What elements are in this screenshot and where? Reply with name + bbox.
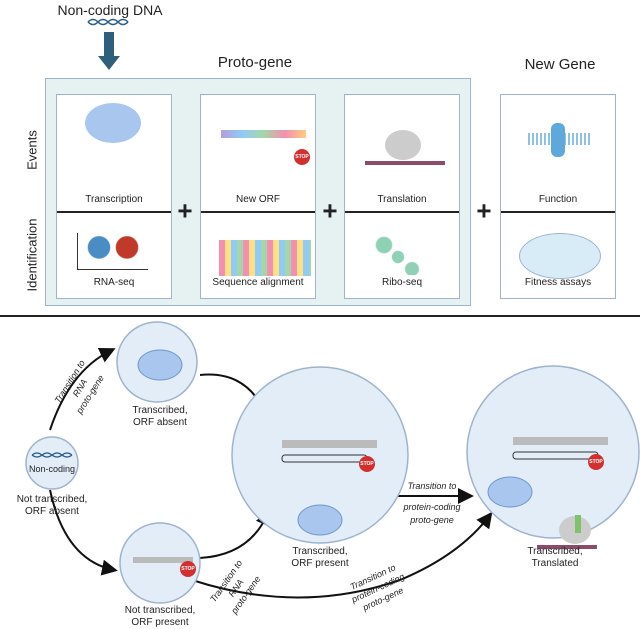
state-label-not-transcribed-orf-absent: Not transcribed,ORF absent [16, 494, 88, 517]
state-label-transcribed-orf-absent: Transcribed,ORF absent [132, 405, 188, 428]
panel-divider [501, 211, 615, 213]
plus-sign: + [476, 195, 492, 226]
panel-divider [57, 211, 171, 213]
stop-sign-icon: STOP [588, 454, 604, 470]
identification-label: RNA-seq [93, 277, 135, 288]
mrna-orf-icon [221, 130, 306, 138]
dna-icon [87, 18, 129, 26]
panel-new-orf: New ORF Sequence alignment STOP [200, 94, 316, 299]
source-label: Non-coding DNA [57, 2, 163, 18]
panel-translation: Translation Ribo-seq [344, 94, 460, 299]
identification-label: Fitness assays [524, 277, 592, 288]
down-arrow-icon [98, 32, 120, 70]
sequence-alignment-icon [219, 240, 311, 276]
state-label-transcribed-translated: Transcribed,Translated [527, 546, 583, 569]
row-label-identification: Identification [24, 218, 40, 292]
identification-label: Ribo-seq [381, 277, 423, 288]
panel-new-gene: Function Fitness assays [500, 94, 616, 299]
arrow-orf-to-translated [191, 511, 493, 599]
stop-sign-icon: STOP [180, 561, 196, 577]
plus-sign: + [177, 195, 193, 226]
panel-divider [345, 211, 459, 213]
ribosome-icon [385, 130, 421, 160]
arrow-orf-to-orfpresent [199, 509, 271, 559]
rna-polymerase-icon [85, 103, 141, 143]
stop-sign-icon: STOP [359, 456, 375, 472]
ribo-seq-icon [370, 235, 440, 275]
panel-transcription: Transcription RNA-seq [56, 94, 172, 299]
event-label: New ORF [236, 194, 280, 205]
arrow-noncoding-to-orf [49, 489, 118, 576]
rna-polymerase-icon [137, 349, 533, 536]
volcano-plot-icon [77, 233, 148, 270]
event-label: Translation [377, 194, 427, 205]
noncoding-label: Non-coding [28, 464, 76, 474]
arrow-noncoding-to-transcribed [49, 347, 116, 431]
dna-icon [31, 452, 73, 458]
plus-sign: + [322, 195, 338, 226]
proto-gene-title: Proto-gene [217, 54, 293, 71]
stop-sign-icon: STOP [294, 149, 310, 165]
state-label-not-transcribed-orf-present: Not transcribed,ORF present [124, 605, 196, 628]
state-label-transcribed-orf-present: Transcribed,ORF present [291, 546, 349, 569]
state-circle-noncoding [25, 436, 79, 490]
event-label: Function [538, 194, 578, 205]
petri-dish-icon [519, 233, 601, 279]
panel-divider [201, 211, 315, 213]
event-label: Transcription [85, 194, 143, 205]
channel-icon [551, 123, 565, 157]
ribosome-icon [537, 515, 597, 549]
identification-label: Sequence alignment [212, 277, 304, 288]
new-gene-title: New Gene [524, 56, 596, 73]
row-label-events: Events [24, 130, 40, 170]
mrna-icon [365, 161, 445, 165]
